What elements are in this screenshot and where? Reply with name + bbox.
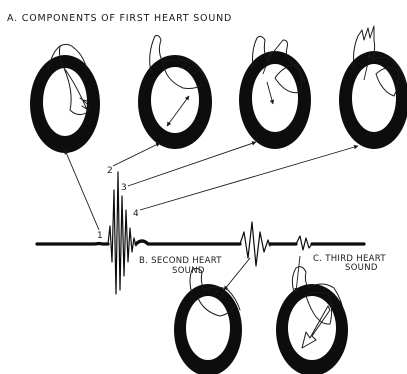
- pointer-arrow-second-sound: [224, 258, 250, 290]
- component-label-1: 1: [97, 231, 103, 241]
- second-heart-sound-label-line1: B. SECOND HEART: [139, 256, 222, 266]
- heart-illustration-3: [239, 36, 311, 149]
- second-heart-sound-label-line2: SOUND: [172, 266, 205, 276]
- pointer-arrow-third-sound: [296, 256, 300, 292]
- pointer-arrow-1: [65, 150, 99, 230]
- heart-illustration-second-sound: [174, 268, 242, 374]
- heart-illustration-4: [339, 26, 407, 149]
- pointer-arrow-3: [128, 142, 256, 186]
- third-heart-sound-label-line2: SOUND: [345, 263, 378, 273]
- pointer-arrow-4: [140, 146, 358, 210]
- diagram-title: A. COMPONENTS OF FIRST HEART SOUND: [7, 13, 232, 24]
- component-label-3: 3: [121, 183, 127, 193]
- component-label-4: 4: [133, 209, 139, 219]
- heart-illustration-1: [30, 44, 100, 153]
- pointer-arrow-2: [113, 143, 160, 166]
- component-label-2: 2: [107, 166, 113, 176]
- heart-illustration-2: [138, 36, 212, 150]
- heart-illustration-third-sound: [276, 267, 348, 374]
